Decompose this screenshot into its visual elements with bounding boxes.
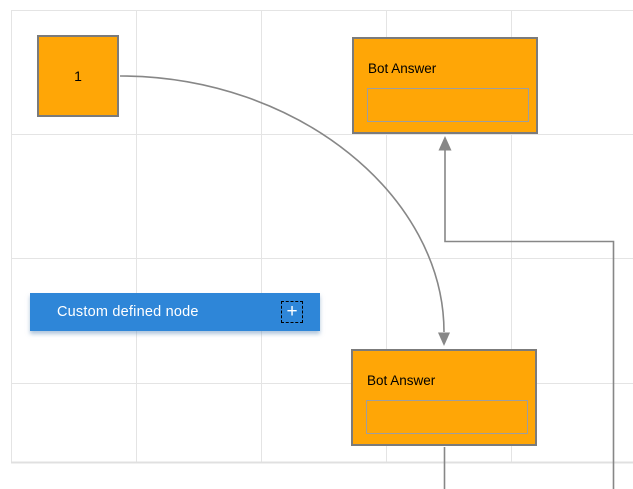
bot-answer-title: Bot Answer bbox=[368, 61, 437, 76]
connector-orthogonal-line[interactable] bbox=[444, 150, 615, 489]
connector-curved[interactable] bbox=[119, 75, 450, 346]
connector-orthogonal[interactable] bbox=[438, 136, 615, 489]
bot-answer-title: Bot Answer bbox=[367, 373, 436, 388]
custom-node-label: Custom defined node bbox=[57, 304, 199, 320]
add-node-button[interactable]: + bbox=[281, 301, 303, 323]
arrowhead-up-icon bbox=[438, 136, 452, 151]
plus-icon: + bbox=[286, 300, 298, 322]
node-1[interactable]: 1 bbox=[37, 35, 119, 117]
node-bot-answer-top[interactable]: Bot Answer bbox=[352, 37, 538, 134]
node-bot-answer-bottom[interactable]: Bot Answer bbox=[351, 349, 537, 446]
bot-answer-input[interactable] bbox=[367, 88, 529, 122]
arrowhead-down-icon bbox=[438, 332, 450, 346]
bot-answer-input[interactable] bbox=[366, 400, 528, 434]
node-custom-defined[interactable]: Custom defined node + bbox=[30, 293, 320, 331]
node-1-label: 1 bbox=[74, 68, 82, 84]
connector-curved-line[interactable] bbox=[119, 75, 445, 333]
